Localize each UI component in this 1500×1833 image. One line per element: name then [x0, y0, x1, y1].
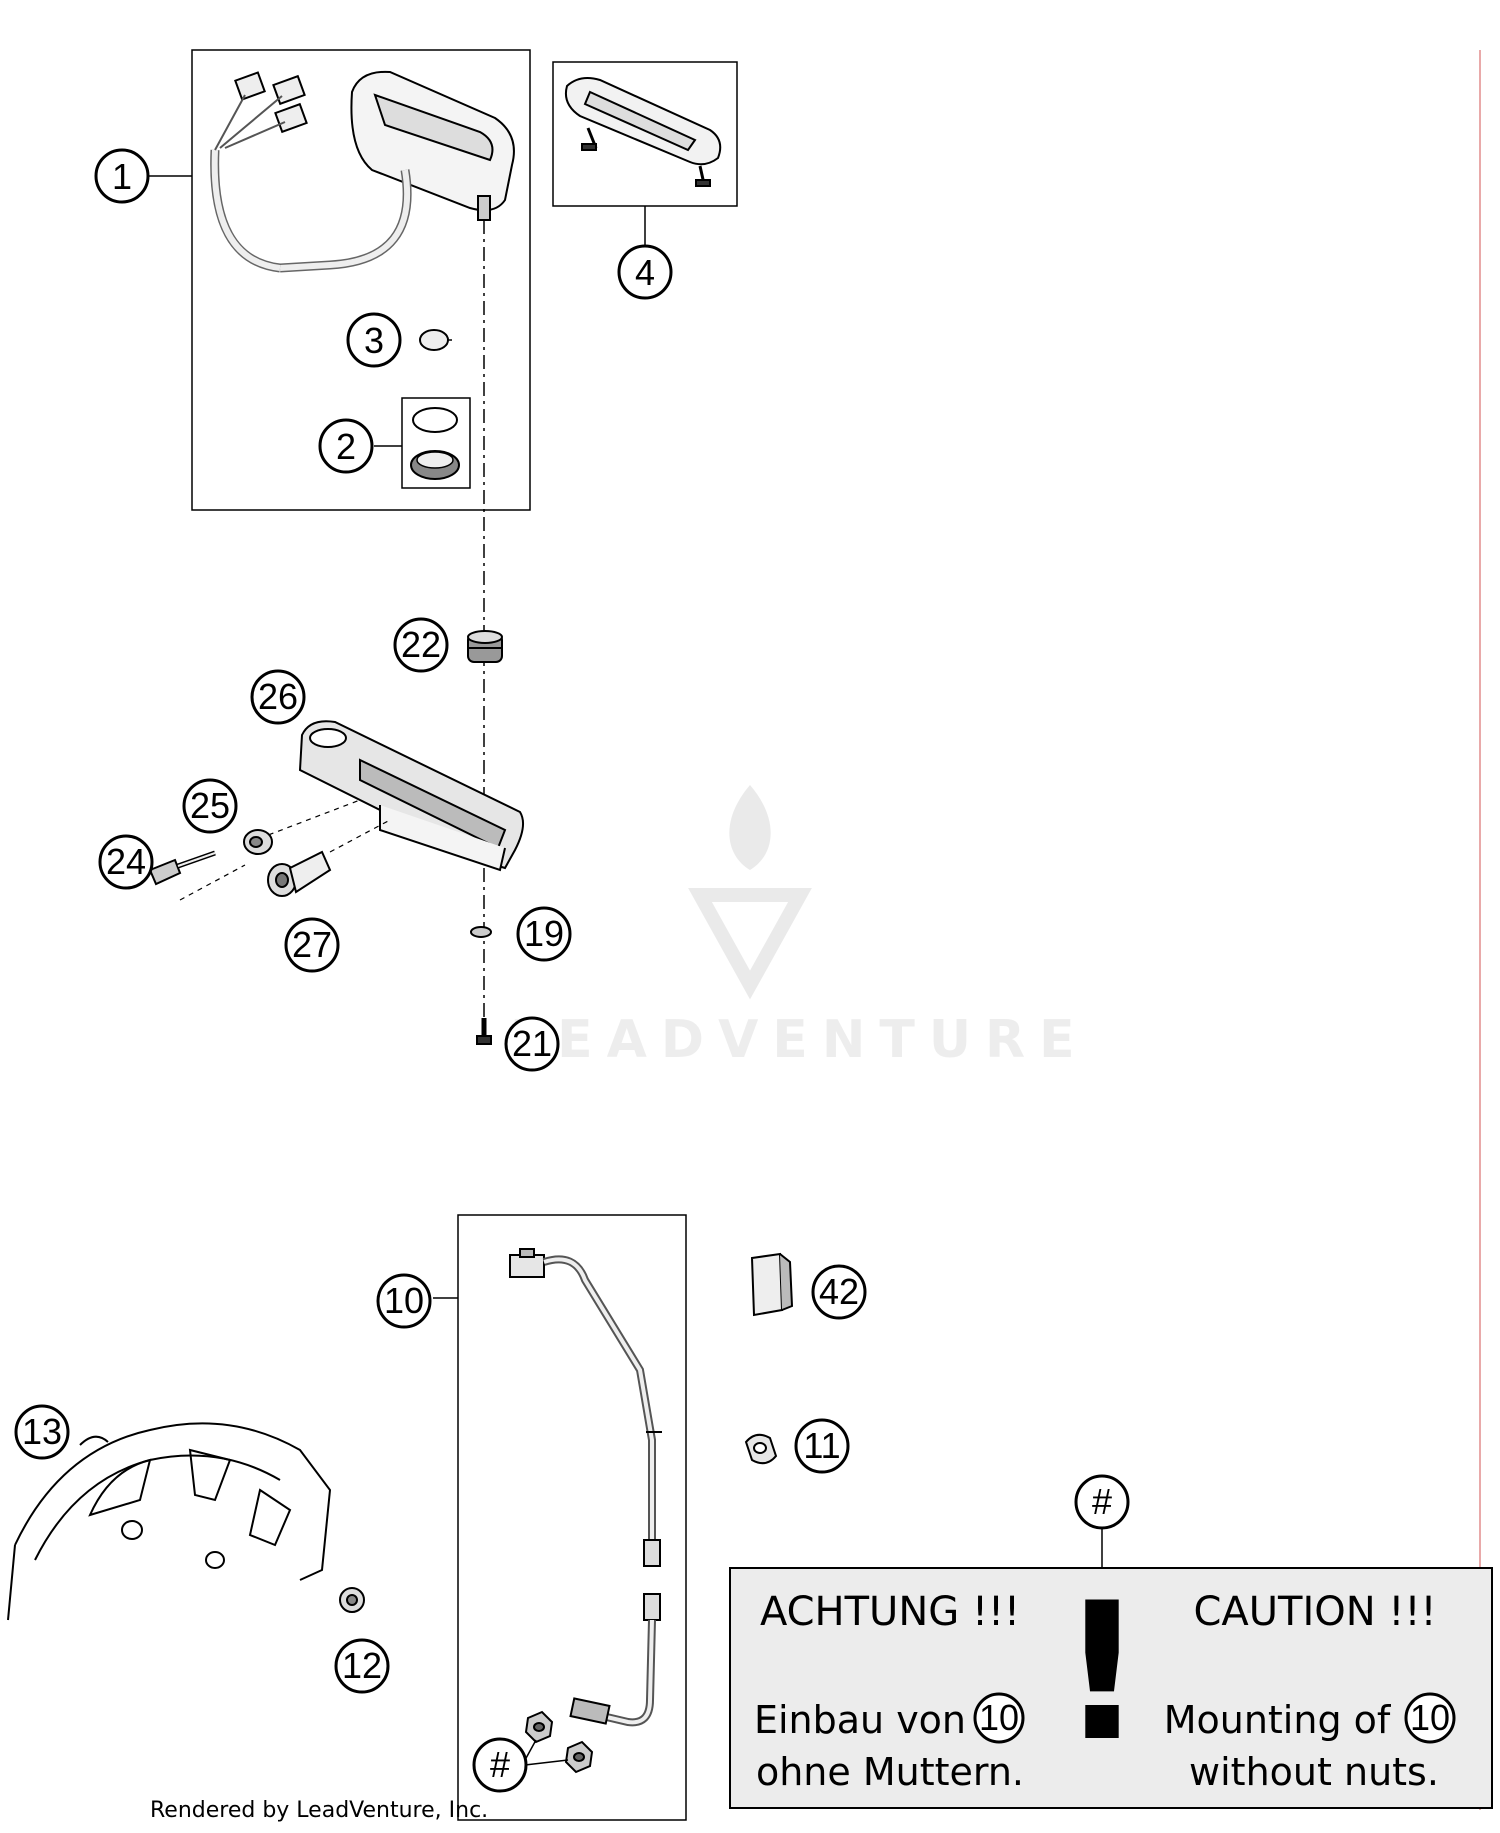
part-group-box-1 [191, 49, 531, 511]
instrument-cover-icon [564, 77, 722, 187]
watermark-text: LEADVENTURE [510, 1010, 1089, 1070]
watermark: LEADVENTURE [510, 785, 1089, 1070]
svg-text:10: 10 [1410, 1697, 1450, 1738]
svg-text:1: 1 [112, 156, 132, 197]
exclamation-icon: ! [1059, 1562, 1146, 1783]
seal-cap-icon [419, 329, 449, 351]
svg-text:#: # [1092, 1481, 1112, 1522]
cable-clip-icon [750, 1252, 794, 1317]
svg-text:10: 10 [979, 1697, 1019, 1738]
callout-3: 3 [346, 312, 402, 368]
svg-text:27: 27 [292, 924, 332, 965]
caution-line2-de: ohne Muttern. [756, 1750, 1024, 1794]
bolt-icon [148, 850, 216, 886]
callout-21: 21 [504, 1016, 560, 1072]
instrument-bracket-icon [298, 720, 525, 872]
callout-11: 11 [794, 1418, 850, 1474]
callout-22: 22 [393, 617, 449, 673]
callout-13: 13 [14, 1404, 70, 1460]
svg-text:24: 24 [106, 841, 146, 882]
caution-line1-en: Mounting of [1164, 1698, 1392, 1742]
rubber-bushing-icon [267, 850, 332, 897]
svg-text:4: 4 [635, 252, 655, 293]
svg-text:2: 2 [336, 426, 356, 467]
cover-cap-icon [410, 450, 460, 480]
svg-text:13: 13 [22, 1411, 62, 1452]
svg-text:10: 10 [384, 1280, 424, 1321]
render-credit: Rendered by LeadVenture, Inc. [150, 1798, 489, 1823]
caution-heading-en: CAUTION !!! [1193, 1589, 1436, 1635]
rubber-grommet-icon [467, 630, 503, 663]
spacer-ring-icon [339, 1587, 365, 1613]
washer-icon [470, 926, 492, 938]
caution-ref-en: 10 [1404, 1692, 1456, 1744]
svg-text:42: 42 [819, 1271, 859, 1312]
speed-sensor-cable-icon [509, 1248, 662, 1727]
part-group-box-10 [457, 1214, 687, 1821]
callout-10: 10 [376, 1273, 432, 1329]
callout-4: 4 [617, 244, 673, 300]
part-subset-box-2 [401, 397, 471, 489]
svg-text:12: 12 [342, 1645, 382, 1686]
svg-text:26: 26 [258, 676, 298, 717]
cable-holder-icon [744, 1433, 778, 1465]
wiring-harness-icon [210, 71, 308, 273]
caution-box [729, 1567, 1493, 1809]
callout-hash-nuts: # [472, 1737, 528, 1793]
callout-19: 19 [516, 906, 572, 962]
callout-2: 2 [318, 418, 374, 474]
svg-text:3: 3 [364, 320, 384, 361]
spacer-sleeve-icon [243, 829, 273, 855]
callout-42: 42 [811, 1264, 867, 1320]
screw-icon [476, 1018, 492, 1045]
speedometer-icon [279, 70, 515, 273]
callout-27: 27 [284, 917, 340, 973]
caution-line2-en: without nuts. [1189, 1750, 1439, 1794]
callout-26: 26 [250, 669, 306, 725]
callout-25: 25 [182, 778, 238, 834]
caution-ref-de: 10 [973, 1692, 1025, 1744]
svg-text:19: 19 [524, 913, 564, 954]
svg-text:22: 22 [401, 624, 441, 665]
caution-heading-de: ACHTUNG !!! [760, 1589, 1020, 1635]
svg-text:21: 21 [512, 1023, 552, 1064]
callout-hash-caution: # [1074, 1474, 1130, 1530]
svg-text:11: 11 [803, 1425, 840, 1466]
callout-12: 12 [334, 1638, 390, 1694]
caution-line1-de: Einbau von [754, 1698, 966, 1742]
brake-disc-icon [7, 1422, 332, 1621]
svg-text:#: # [490, 1744, 510, 1785]
callout-1: 1 [94, 148, 150, 204]
nut-icon [524, 1710, 594, 1774]
caution-note: # ACHTUNG !!! Einbau von 10 ohne Muttern… [729, 1474, 1493, 1809]
svg-text:25: 25 [190, 785, 230, 826]
callout-24: 24 [98, 834, 154, 890]
